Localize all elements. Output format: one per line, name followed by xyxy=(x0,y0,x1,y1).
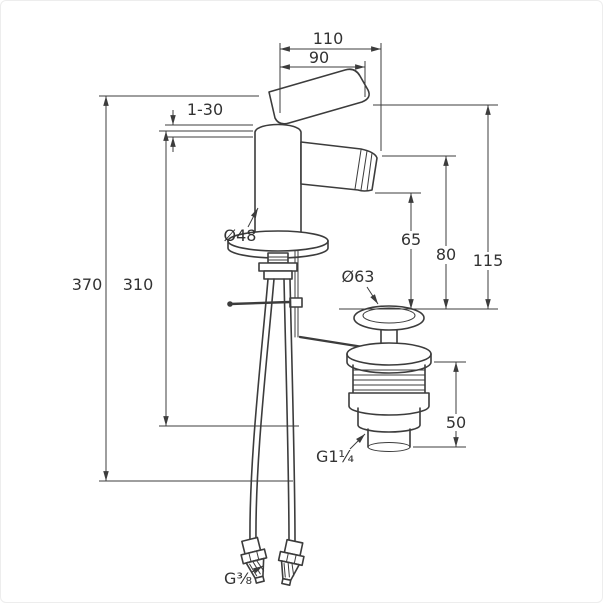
dim-310-label: 310 xyxy=(123,275,154,294)
spout xyxy=(300,141,378,192)
callout-dia-63: Ø63 xyxy=(342,267,379,305)
dim-1-30-label: 1-30 xyxy=(187,100,223,119)
waste-flange xyxy=(346,342,432,366)
waste-tailpiece-opening xyxy=(367,442,411,452)
dimension-115: 115 xyxy=(373,104,506,309)
dim-50-label: 50 xyxy=(446,413,466,432)
dia-63-leader xyxy=(366,286,379,305)
callout-g3-8: G⅜ xyxy=(224,565,264,588)
mounting-washer xyxy=(258,262,298,272)
lift-rod-ball xyxy=(227,301,233,307)
dim-370-extension-lines xyxy=(99,95,293,482)
waste-body xyxy=(352,364,426,394)
dimension-65: 65 xyxy=(375,192,426,309)
waste-plug-cap xyxy=(353,305,425,331)
aerator-hatch xyxy=(354,149,373,192)
supply-hose-left xyxy=(249,278,275,544)
waste-locknut xyxy=(348,392,430,416)
mounting-stud-threads xyxy=(267,256,289,261)
dim-50-label-bg xyxy=(442,414,470,431)
dim-80-label-bg xyxy=(431,246,461,264)
dimension-110: 110 xyxy=(279,29,382,151)
dimension-1-30: 1-30 xyxy=(165,100,253,152)
handle-lever xyxy=(268,68,370,125)
supply-hose-right xyxy=(283,278,296,544)
dim-65-label-bg xyxy=(396,231,426,249)
dim-115-label: 115 xyxy=(473,251,504,270)
dim-310-extension-lines xyxy=(159,130,299,427)
dim-65-label: 65 xyxy=(401,230,421,249)
dimension-310: 310 xyxy=(123,130,299,427)
waste-body-threads xyxy=(352,369,426,391)
g1-1-4-label: G1¼ xyxy=(316,447,354,466)
lift-rod-horizontal xyxy=(228,300,292,306)
mounting-stud xyxy=(267,252,289,264)
linkage-rod xyxy=(298,335,365,349)
callout-dia-48: Ø48 xyxy=(224,207,259,245)
g3-8-label: G⅜ xyxy=(224,569,252,588)
g1-1-4-leader xyxy=(349,433,366,450)
dimension-50: 50 xyxy=(413,361,470,448)
dia-63-label: Ø63 xyxy=(342,267,375,286)
dim-110-label: 110 xyxy=(313,29,344,48)
dimension-90: 90 xyxy=(280,48,366,97)
dimension-370: 370 xyxy=(72,95,293,482)
waste-tailpiece xyxy=(367,428,411,448)
faucet-mixer xyxy=(227,68,378,586)
dim-370-label: 370 xyxy=(72,275,103,294)
pop-up-waste xyxy=(346,305,432,452)
dim-1-30-extension-lines xyxy=(165,124,253,138)
fitting-tip xyxy=(254,575,265,584)
waste-flange-rim xyxy=(346,353,432,374)
hose-fitting-right xyxy=(277,538,305,586)
dia-48-label: Ø48 xyxy=(224,226,257,245)
dim-90-label: 90 xyxy=(309,48,329,67)
fitting-nut-facets xyxy=(248,550,260,563)
fitting-cone-hatch xyxy=(283,562,295,578)
callout-g1-1-4: G1¼ xyxy=(316,433,366,466)
dim-50-extension-lines xyxy=(413,361,466,448)
dia-48-leader xyxy=(247,207,259,228)
fitting-tip xyxy=(281,577,292,586)
dim-80-label: 80 xyxy=(436,245,456,264)
mounting-nut xyxy=(263,270,293,280)
dim-115-label-bg xyxy=(470,252,506,270)
rod-clamp xyxy=(289,297,303,308)
faucet-body xyxy=(254,123,302,238)
dimension-80: 80 xyxy=(382,155,461,309)
fitting-nut-facets xyxy=(285,552,297,565)
waste-plug-cap-inner xyxy=(362,307,416,324)
g3-8-leader xyxy=(251,565,264,574)
waste-lower-body xyxy=(357,407,421,433)
dim-110-extension-lines xyxy=(279,43,382,151)
